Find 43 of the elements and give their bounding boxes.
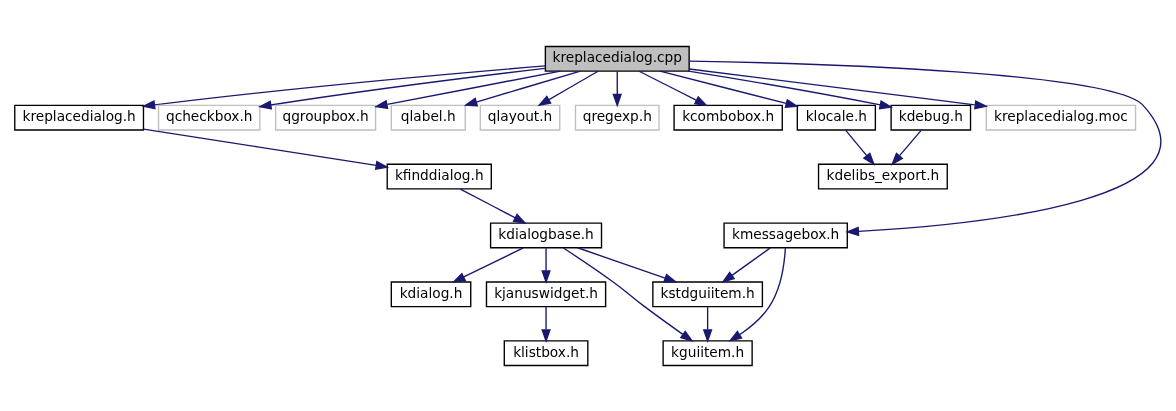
- node-box: kdebug.h: [890, 104, 972, 131]
- arrow: [463, 69, 582, 106]
- arrow: [688, 59, 1162, 236]
- node-box: kreplacedialog.h: [14, 104, 145, 131]
- node-box: kreplacedialog.moc: [985, 104, 1137, 131]
- node-box: qcheckbox.h: [157, 104, 261, 131]
- node-box: kcombobox.h: [673, 104, 783, 131]
- arrow: [728, 246, 787, 342]
- arrow: [451, 246, 524, 283]
- arrow: [659, 69, 799, 108]
- node-box: klistbox.h: [503, 339, 589, 366]
- arrow: [638, 70, 709, 106]
- arrow: [141, 64, 546, 110]
- node-box: qlabel.h: [390, 104, 466, 131]
- arrow: [374, 69, 561, 109]
- node-box: kmessagebox.h: [723, 221, 848, 248]
- node-box: klocale.h: [796, 104, 877, 131]
- arrow: [142, 127, 390, 170]
- arrow: [541, 305, 551, 343]
- node-box: kguiitem.h: [662, 339, 753, 366]
- node-box: qgroupbox.h: [274, 104, 377, 131]
- arrow: [541, 247, 551, 284]
- node-box: kdelibs_export.h: [817, 163, 948, 190]
- arrow: [459, 187, 527, 224]
- arrow: [702, 305, 713, 343]
- arrow: [562, 246, 694, 342]
- arrow: [687, 70, 894, 109]
- node-box: kstdguiitem.h: [652, 280, 764, 307]
- arrow: [612, 70, 623, 107]
- arrow: [721, 246, 771, 283]
- arrow: [845, 129, 876, 166]
- arrow: [257, 67, 546, 110]
- node-box: kjanuswidget.h: [485, 280, 607, 307]
- arrow: [890, 129, 922, 166]
- node-box: kdialog.h: [390, 280, 472, 307]
- arrow: [688, 67, 989, 110]
- arrow: [576, 246, 678, 283]
- arrow: [537, 70, 599, 106]
- node-box: qlayout.h: [479, 104, 561, 131]
- node-box: qregexp.h: [574, 104, 660, 131]
- node-box: kreplacedialog.cpp: [544, 45, 690, 72]
- node-box: kfinddialog.h: [386, 163, 492, 190]
- node-box: kdialogbase.h: [489, 221, 603, 248]
